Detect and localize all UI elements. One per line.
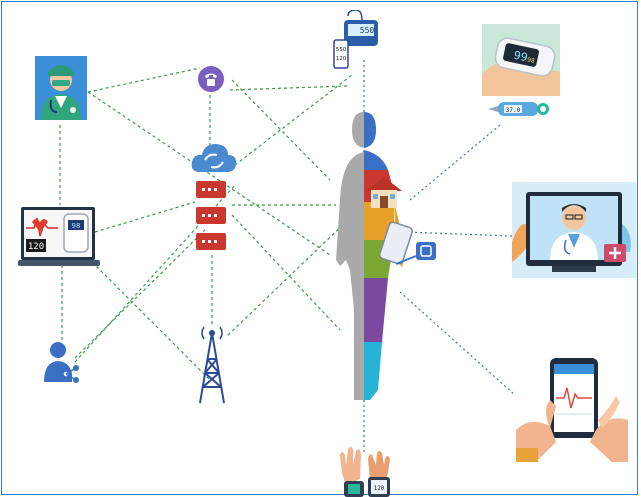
link-body-thermo — [409, 124, 501, 201]
cloud-sync-icon — [190, 140, 238, 176]
laptop-bp-reading: 120 — [28, 242, 44, 252]
thermometer-reading: 37.0 — [506, 107, 521, 114]
pulse-oximeter-icon: 99 98 — [482, 24, 560, 96]
oximeter-pulse: 98 — [526, 56, 535, 64]
link-doctor-body — [87, 91, 331, 256]
wrist-band-reading: 120 — [374, 485, 385, 492]
link-tower-body — [227, 219, 349, 336]
link-phone-bp — [229, 85, 348, 91]
green-links — [59, 67, 353, 381]
home-icon — [364, 175, 404, 209]
bp-readout-systolic: 550 — [336, 47, 347, 53]
link-laptop-tower — [87, 257, 211, 381]
laptop-monitor-icon: 120 98 — [18, 206, 100, 268]
doctor-avatar-icon — [35, 56, 87, 120]
blood-pressure-monitor-icon: 550 550 120 — [332, 10, 382, 72]
link-laptop-server — [94, 201, 196, 233]
oximeter-reading: 99 — [512, 49, 528, 65]
cell-tower-icon — [196, 325, 228, 405]
link-doctor-phone — [87, 67, 201, 93]
smartwatch-hands-icon: 120 — [336, 445, 394, 497]
server-rack-icon — [196, 181, 226, 251]
thermometer-icon: 37.0 — [486, 98, 552, 120]
telemedicine-doctor-icon — [512, 182, 636, 278]
link-body-phone — [399, 291, 516, 396]
link-share-server — [74, 229, 206, 359]
link-server-bodylow — [231, 214, 341, 331]
bp-readout-diastolic: 120 — [336, 56, 347, 62]
telephone-icon — [198, 66, 224, 92]
bp-monitor-reading: 550 — [360, 26, 375, 35]
human-body-icon — [318, 110, 410, 400]
smartphone-ecg-icon — [516, 350, 628, 462]
link-phone-body — [231, 79, 331, 181]
share-user-icon — [42, 340, 80, 384]
link-cloud-bp — [234, 74, 353, 166]
tablet-device-icon — [380, 214, 438, 284]
laptop-oximeter-reading: 98 — [72, 222, 81, 230]
